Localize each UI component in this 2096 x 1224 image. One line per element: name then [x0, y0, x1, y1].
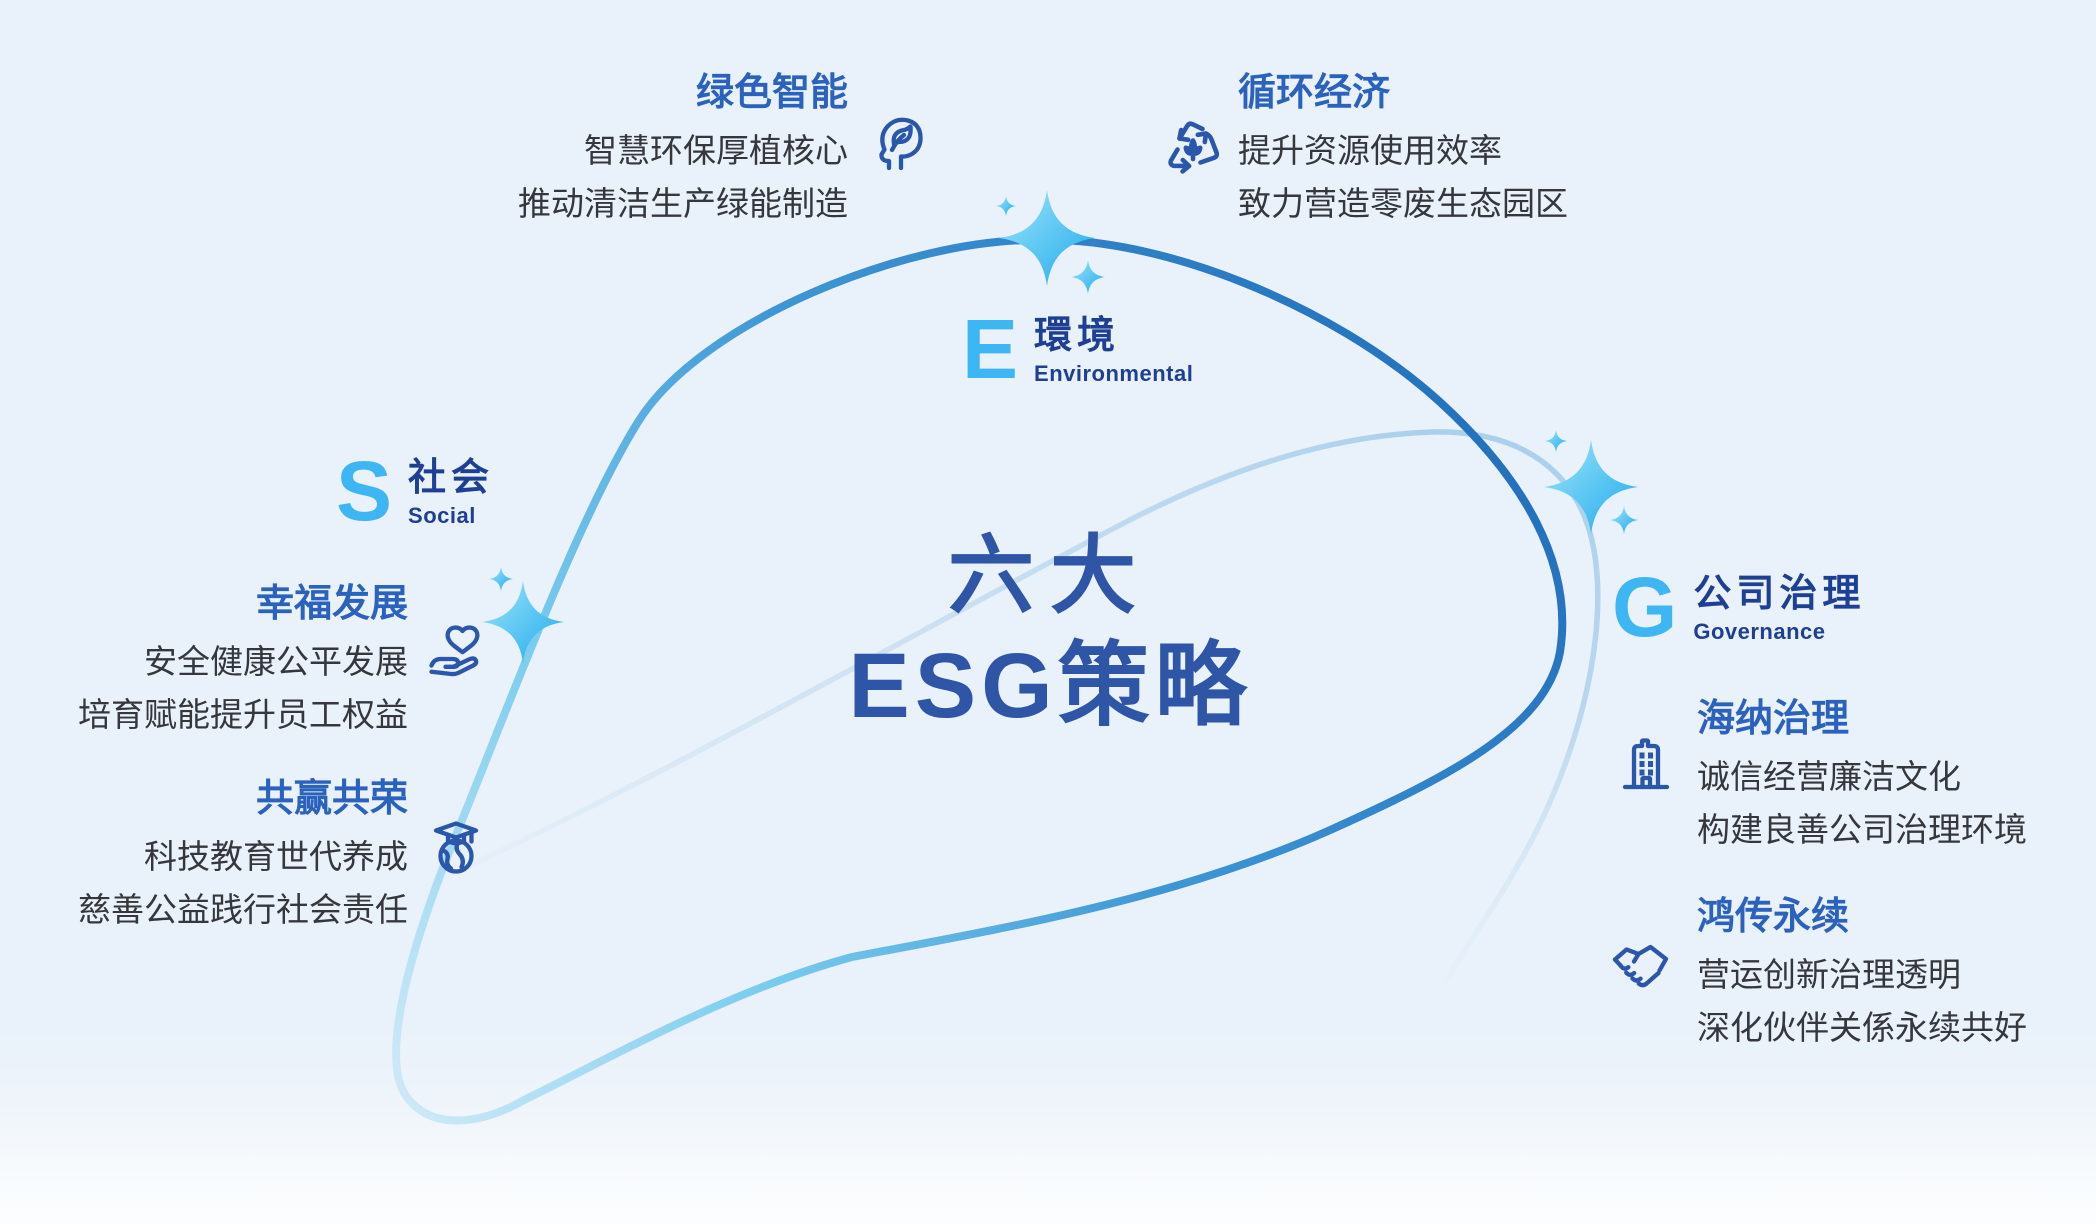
head-leaf-icon [864, 110, 928, 174]
recycle-leaf-icon [1158, 113, 1228, 183]
strategy-line: 致力营造零废生态园区 [1238, 185, 1568, 222]
strategy-green-intelligence: 绿色智能 智慧环保厚植核心 推动清洁生产绿能制造 [518, 70, 848, 230]
category-letter-e: E [962, 302, 1019, 396]
category-social: S 社会 Social [336, 444, 495, 538]
strategy-title: 绿色智能 [695, 72, 848, 114]
building-icon [1614, 730, 1680, 796]
handshake-icon [1610, 932, 1680, 994]
strategy-win-win-prosperity: 共赢共荣 科技教育世代养成 慈善公益践行社会责任 [78, 776, 408, 936]
category-zh-environmental: 環境 [1034, 315, 1121, 357]
center-title-line1: 六大 [948, 528, 1152, 624]
category-zh-social: 社会 [408, 457, 495, 499]
globe-graduation-icon [424, 810, 488, 880]
orbit-ring [392, 235, 1567, 1125]
category-letter-g: G [1612, 560, 1678, 654]
orbit-ring-faint-lower [1429, 429, 1601, 999]
strategy-line: 安全健康公平发展 [144, 643, 408, 680]
category-letter-s: S [336, 444, 393, 538]
center-title-line2: ESG策略 [848, 635, 1252, 737]
hand-heart-icon [422, 616, 488, 682]
orbit-ring-faint-upper [417, 429, 1435, 891]
sparkle-right-small-icon [1545, 430, 1567, 452]
category-governance: G 公司治理 Governance [1612, 560, 1866, 654]
category-environmental: E 環境 Environmental [962, 302, 1194, 396]
strategy-line: 推动清洁生产绿能制造 [518, 185, 848, 222]
center-title: 六大 ESG策略 [550, 530, 1550, 738]
strategy-line: 培育赋能提升员工权益 [78, 696, 408, 733]
strategy-title: 幸福发展 [255, 583, 408, 625]
sparkle-top-small-icon [1071, 260, 1105, 294]
category-zh-governance: 公司治理 [1693, 573, 1866, 615]
strategy-title: 海纳治理 [1697, 698, 1850, 740]
strategy-line: 构建良善公司治理环境 [1697, 811, 2027, 848]
category-en-governance: Governance [1693, 619, 1826, 644]
strategy-line: 营运创新治理透明 [1697, 956, 1961, 993]
strategy-circular-economy: 循环经济 提升资源使用效率 致力营造零废生态园区 [1238, 70, 1568, 230]
strategy-line: 诚信经营廉洁文化 [1697, 758, 1961, 795]
strategy-happy-development: 幸福发展 安全健康公平发展 培育赋能提升员工权益 [78, 581, 408, 741]
sparkle-top-tiny-icon [996, 196, 1016, 216]
strategy-inclusive-governance: 海纳治理 诚信经营廉洁文化 构建良善公司治理环境 [1697, 696, 2027, 856]
sparkle-left-small-icon [489, 567, 513, 591]
sparkle-right-small2-icon [1610, 506, 1638, 534]
strategy-line: 慈善公益践行社会责任 [78, 891, 408, 928]
strategy-sustainable-legacy: 鸿传永续 营运创新治理透明 深化伙伴关係永续共好 [1697, 894, 2027, 1054]
strategy-line: 智慧环保厚植核心 [584, 132, 848, 169]
category-en-social: Social [408, 503, 476, 528]
category-en-environmental: Environmental [1034, 361, 1194, 386]
strategy-line: 提升资源使用效率 [1238, 132, 1502, 169]
strategy-title: 鸿传永续 [1697, 896, 1850, 938]
strategy-line: 深化伙伴关係永续共好 [1697, 1009, 2027, 1046]
sparkle-top-large-icon [999, 190, 1095, 286]
strategy-title: 共赢共荣 [255, 778, 408, 820]
strategy-line: 科技教育世代养成 [144, 838, 408, 875]
strategy-title: 循环经济 [1238, 72, 1391, 114]
